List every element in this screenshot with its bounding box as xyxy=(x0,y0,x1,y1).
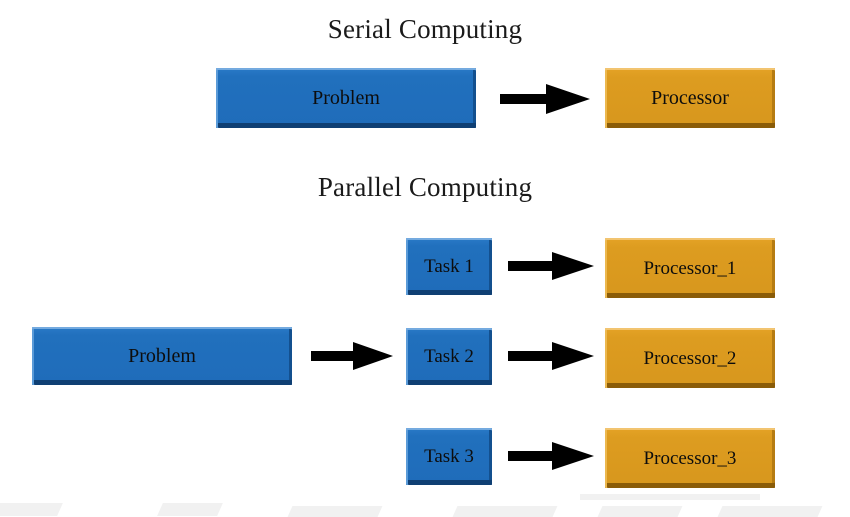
serial-processor-box: Processor xyxy=(605,68,775,128)
parallel-arrow-task-to-processor-1 xyxy=(508,252,594,280)
parallel-task-box-2: Task 2 xyxy=(406,328,492,385)
serial-section-heading: Serial Computing xyxy=(327,14,523,44)
parallel-section-heading: Parallel Computing xyxy=(317,172,533,202)
parallel-arrow-problem-to-tasks xyxy=(311,342,393,370)
parallel-problem-label: Problem xyxy=(128,345,196,367)
parallel-processor-label-1: Processor_1 xyxy=(643,257,737,279)
watermark-bar xyxy=(717,506,823,517)
watermark-bar xyxy=(580,494,760,500)
watermark-bar xyxy=(452,506,558,517)
serial-arrow-problem-to-processor xyxy=(500,84,590,114)
parallel-processor-box-3: Processor_3 xyxy=(605,428,775,488)
serial-processor-label: Processor xyxy=(651,87,729,109)
watermark-bar xyxy=(597,506,683,517)
serial-problem-label: Problem xyxy=(312,87,380,109)
parallel-task-label-3: Task 3 xyxy=(424,446,474,467)
serial-problem-box: Problem xyxy=(216,68,476,128)
parallel-processor-label-3: Processor_3 xyxy=(643,447,737,469)
parallel-task-box-1: Task 1 xyxy=(406,238,492,295)
watermark-bar xyxy=(0,503,63,516)
parallel-processor-label-2: Processor_2 xyxy=(643,347,737,369)
parallel-task-label-2: Task 2 xyxy=(424,346,474,367)
watermark-bar xyxy=(287,506,383,517)
parallel-task-label-1: Task 1 xyxy=(424,256,474,277)
watermark-bar xyxy=(157,503,223,516)
parallel-arrow-task-to-processor-2 xyxy=(508,342,594,370)
parallel-arrow-task-to-processor-3 xyxy=(508,442,594,470)
parallel-task-box-3: Task 3 xyxy=(406,428,492,485)
parallel-problem-box: Problem xyxy=(32,327,292,385)
parallel-processor-box-1: Processor_1 xyxy=(605,238,775,298)
parallel-processor-box-2: Processor_2 xyxy=(605,328,775,388)
